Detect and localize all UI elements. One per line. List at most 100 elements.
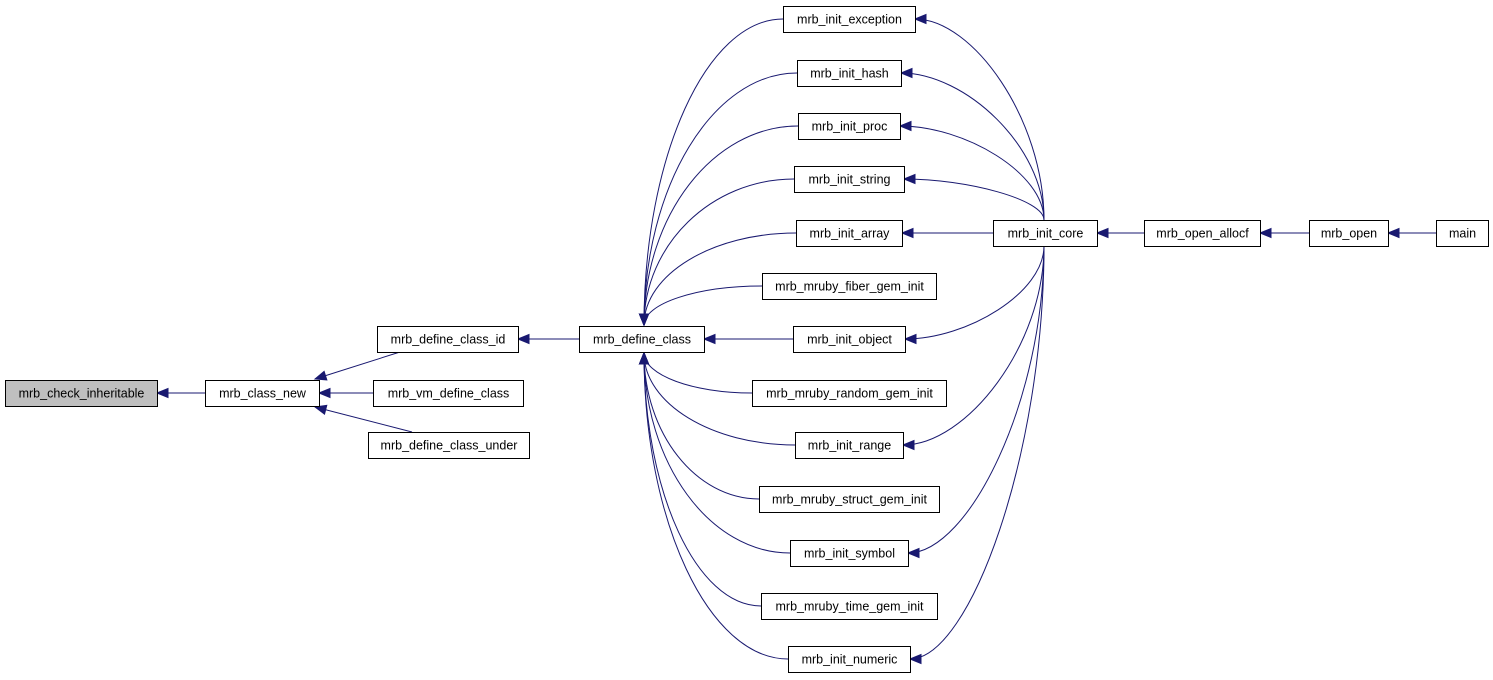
node-box [788, 646, 911, 673]
arrowhead [638, 313, 650, 327]
edge-define_class-to-define_class_id [516, 333, 579, 345]
node-init-array[interactable]: mrb_init_array [796, 220, 903, 247]
node-init-symbol[interactable]: mrb_init_symbol [790, 540, 909, 567]
edge-main-to-open [1386, 227, 1436, 239]
node-box [1309, 220, 1389, 247]
node-define-class[interactable]: mrb_define_class [579, 326, 705, 353]
edge-define_class_under-to-class_new [313, 404, 413, 433]
node-label: mrb_init_exception [797, 13, 902, 27]
node-label: mrb_init_hash [810, 67, 889, 81]
node-label: mrb_mruby_struct_gem_init [772, 493, 927, 507]
node-box [205, 380, 320, 407]
arrowhead [903, 333, 917, 345]
node-class-new[interactable]: mrb_class_new [205, 380, 320, 407]
arrowhead [898, 120, 912, 132]
node-box [762, 273, 937, 300]
node-box [790, 540, 909, 567]
arrowhead [1386, 227, 1400, 239]
edge-define_class_id-to-class_new [313, 351, 401, 381]
arrowhead [899, 67, 913, 79]
node-box [752, 380, 947, 407]
node-random-gem-init[interactable]: mrb_mruby_random_gem_init [752, 380, 947, 407]
node-vm-define-class[interactable]: mrb_vm_define_class [373, 380, 524, 407]
node-box [1436, 220, 1489, 247]
edge-init_core-to-init_object [903, 245, 1045, 345]
edge-init_core-to-init_exception [913, 13, 1045, 221]
node-check-inheritable[interactable]: mrb_check_inheritable [5, 380, 158, 407]
node-init-hash[interactable]: mrb_init_hash [797, 60, 902, 87]
node-label: mrb_open_allocf [1156, 227, 1249, 241]
node-label: main [1449, 227, 1476, 241]
node-init-core[interactable]: mrb_init_core [993, 220, 1098, 247]
node-init-object[interactable]: mrb_init_object [793, 326, 906, 353]
node-open-allocf[interactable]: mrb_open_allocf [1144, 220, 1261, 247]
node-label: mrb_init_range [808, 439, 891, 453]
node-label: mrb_mruby_random_gem_init [766, 387, 933, 401]
arrowhead [913, 13, 927, 25]
node-init-exception[interactable]: mrb_init_exception [783, 6, 916, 33]
edge-vm_define_class-to-class_new [317, 387, 373, 399]
node-label: mrb_init_core [1008, 227, 1084, 241]
node-struct-gem-init[interactable]: mrb_mruby_struct_gem_init [759, 486, 940, 513]
graph-edges [155, 13, 1436, 665]
edge-init_exception-to-define_class [638, 18, 784, 327]
node-label: mrb_init_symbol [804, 547, 895, 561]
node-box [377, 326, 519, 353]
node-init-proc[interactable]: mrb_init_proc [798, 113, 901, 140]
arrowhead [901, 439, 915, 451]
edge-struct_gem_init-to-define_class [638, 351, 760, 500]
node-fiber-gem-init[interactable]: mrb_mruby_fiber_gem_init [762, 273, 937, 300]
node-label: mrb_init_string [809, 173, 891, 187]
node-time-gem-init[interactable]: mrb_mruby_time_gem_init [761, 593, 938, 620]
node-box [373, 380, 524, 407]
edge-init_numeric-to-define_class [638, 351, 789, 660]
node-label: mrb_define_class [593, 333, 691, 347]
node-box [793, 326, 906, 353]
node-label: mrb_init_object [807, 333, 892, 347]
arrowhead [638, 351, 650, 365]
arrowhead [313, 404, 328, 415]
edge-init_core-to-init_proc [898, 120, 1045, 221]
node-label: mrb_open [1321, 227, 1377, 241]
arrowhead [900, 227, 914, 239]
node-label: mrb_init_numeric [802, 653, 898, 667]
arrowhead [702, 333, 716, 345]
node-label: mrb_class_new [219, 387, 307, 401]
node-main[interactable]: main [1436, 220, 1489, 247]
node-init-string[interactable]: mrb_init_string [794, 166, 905, 193]
node-box [1144, 220, 1261, 247]
node-label: mrb_check_inheritable [19, 387, 145, 401]
edge-init_core-to-init_string [902, 173, 1045, 221]
arrowhead [313, 370, 328, 381]
node-box [761, 593, 938, 620]
node-box [579, 326, 705, 353]
edge-init_core-to-init_hash [899, 67, 1045, 221]
arrowhead [516, 333, 530, 345]
node-label: mrb_init_array [810, 227, 891, 241]
arrowhead [902, 173, 916, 185]
node-init-numeric[interactable]: mrb_init_numeric [788, 646, 911, 673]
node-define-class-under[interactable]: mrb_define_class_under [368, 432, 530, 459]
node-open[interactable]: mrb_open [1309, 220, 1389, 247]
edge-init_core-to-init_array [900, 227, 993, 239]
edge-open-to-open_allocf [1258, 227, 1309, 239]
node-box [993, 220, 1098, 247]
node-box [795, 432, 904, 459]
graph-nodes: mrb_check_inheritable mrb_class_new mrb_de… [5, 6, 1489, 673]
edge-open_allocf-to-init_core [1095, 227, 1144, 239]
edge-random_gem_init-to-define_class [638, 351, 753, 394]
edge-init_core-to-init_numeric [908, 245, 1045, 665]
edge-init_core-to-init_range [901, 245, 1045, 451]
node-box [5, 380, 158, 407]
arrowhead [155, 387, 169, 399]
node-label: mrb_define_class_under [381, 439, 518, 453]
node-box [796, 220, 903, 247]
node-box [794, 166, 905, 193]
node-box [759, 486, 940, 513]
node-label: mrb_init_proc [812, 120, 888, 134]
arrowhead [1258, 227, 1272, 239]
node-init-range[interactable]: mrb_init_range [795, 432, 904, 459]
edge-class_new-to-check_inheritable [155, 387, 205, 399]
node-define-class-id[interactable]: mrb_define_class_id [377, 326, 519, 353]
